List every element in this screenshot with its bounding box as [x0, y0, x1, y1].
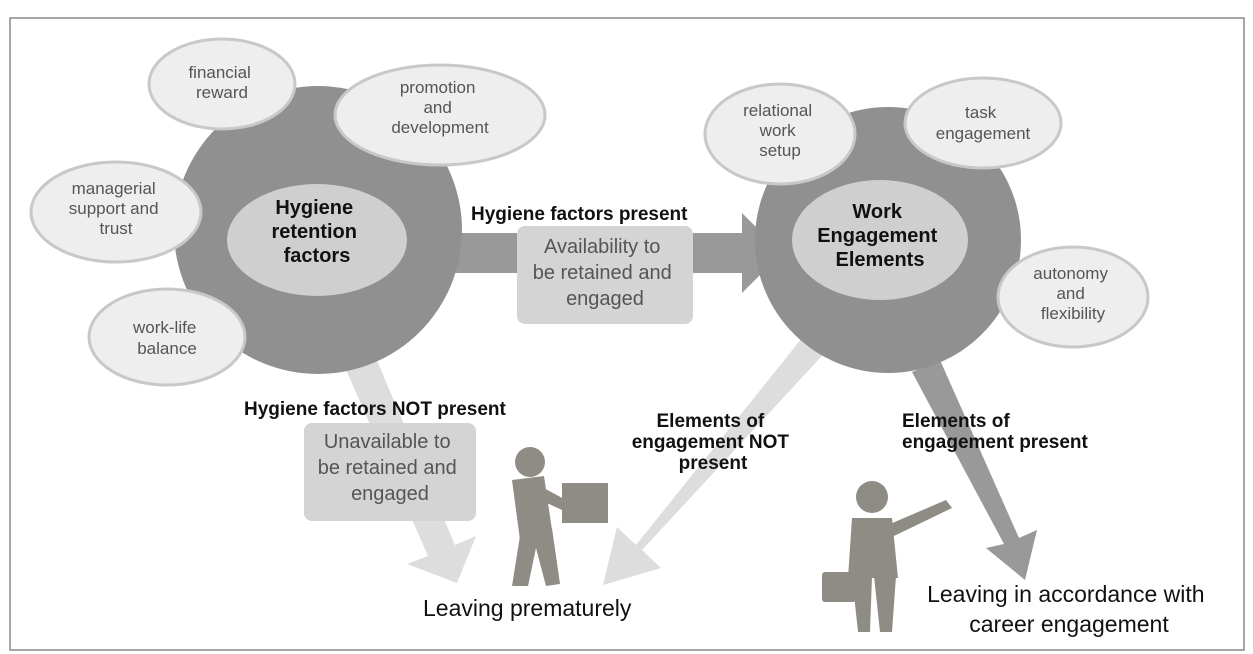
arrow-engagement-not-present — [603, 308, 846, 585]
businessman-body — [848, 518, 898, 578]
satellite-promotion-development-label: promotion and development — [391, 78, 489, 137]
label-hygiene-present: Hygiene factors present — [471, 204, 688, 225]
satellite-autonomy-flexibility — [996, 245, 1150, 349]
box-unavailable — [304, 423, 476, 521]
hygiene-inner-circle — [227, 184, 407, 296]
businessman-arm — [890, 500, 952, 536]
outcome-leaving-prematurely: Leaving prematurely — [423, 595, 632, 621]
satellite-relational-work-setup — [703, 82, 857, 186]
satellite-financial-reward-label: financial reward — [188, 63, 255, 102]
box-unavailable-text: Unavailable to be retained and engaged — [318, 431, 463, 505]
satellite-managerial-support — [29, 160, 203, 264]
worker-carrying-box-figure — [512, 447, 608, 586]
engagement-core-line: Elements — [836, 249, 925, 271]
hygiene-core-label: Hygiene retention factors — [271, 197, 362, 267]
carried-box — [562, 483, 608, 523]
label-engagement-present: Elements of engagement present — [902, 411, 1088, 453]
engagement-inner-circle — [792, 180, 968, 300]
satellite-relational-work-setup-label: relational work setup — [743, 101, 817, 160]
satellite-task-engagement — [903, 76, 1063, 170]
businessman-legs — [852, 576, 872, 632]
engagement-core-line: Work — [852, 201, 903, 223]
satellite-work-life-balance — [87, 287, 247, 387]
worker-legs — [512, 528, 560, 586]
box-availability-text: Availability to be retained and engaged — [533, 236, 678, 310]
businessman-leg-right — [874, 576, 896, 632]
businessman-pointing-figure — [822, 481, 952, 632]
label-hygiene-not-present: Hygiene factors NOT present — [244, 399, 507, 420]
satellite-promotion-development — [333, 63, 547, 167]
satellite-work-life-balance-label: work-life balance — [132, 318, 201, 358]
businessman-head — [856, 481, 888, 513]
hygiene-core-line: factors — [284, 245, 351, 267]
engagement-core-label: Work Engagement Elements — [817, 201, 943, 271]
satellite-task-engagement-label: task engagement — [936, 103, 1031, 143]
satellite-managerial-support-label: managerial support and trust — [69, 179, 164, 238]
satellite-financial-reward — [147, 37, 297, 131]
satellite-autonomy-flexibility-label: autonomy and flexibility — [1033, 264, 1112, 323]
arrow-engagement-present — [912, 360, 1037, 580]
worker-head — [515, 447, 545, 477]
hygiene-core-line: retention — [271, 221, 357, 243]
hygiene-core-line: Hygiene — [275, 197, 353, 219]
box-availability — [517, 226, 693, 324]
briefcase-icon — [822, 572, 856, 602]
worker-arm — [536, 486, 566, 510]
engagement-core-line: Engagement — [817, 225, 937, 247]
outcome-leaving-career-engagement: Leaving in accordance with career engage… — [927, 581, 1211, 637]
label-engagement-not-present: Elements of engagement NOT present — [632, 411, 795, 474]
